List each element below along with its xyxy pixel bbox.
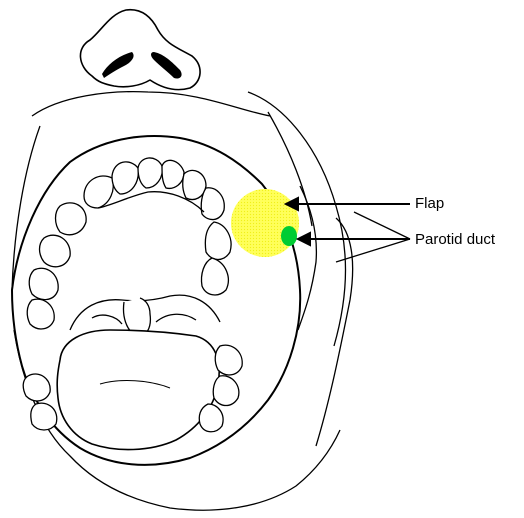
cheek-pointer-2 bbox=[354, 212, 410, 239]
face-outline bbox=[12, 92, 353, 511]
tongue bbox=[57, 330, 219, 450]
nose bbox=[80, 10, 200, 90]
duct-arrowhead bbox=[298, 233, 310, 245]
parotid-duct-opening bbox=[281, 226, 297, 246]
parotid-duct-label: Parotid duct bbox=[415, 232, 495, 247]
nostril-right bbox=[151, 52, 182, 79]
nostril-left bbox=[102, 52, 134, 78]
palate bbox=[70, 295, 220, 336]
label-arrows bbox=[286, 198, 410, 262]
flap-label: Flap bbox=[415, 196, 444, 211]
cheek-pointer-1 bbox=[336, 239, 410, 262]
